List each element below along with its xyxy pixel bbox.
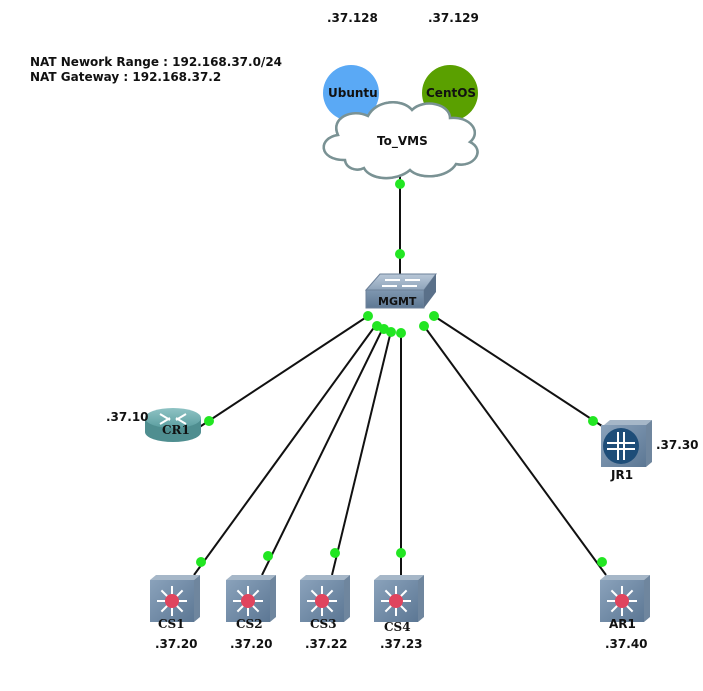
mgmt-label: MGMT [378, 295, 417, 308]
jr1-router[interactable] [601, 420, 652, 467]
nat-range-note: NAT Nework Range : 192.168.37.0/24 [30, 55, 283, 69]
cs3-label: CS3 [310, 617, 337, 631]
cr1-ip: .37.10 [106, 410, 149, 424]
link-mgmt-cr1[interactable] [197, 315, 369, 429]
ubuntu-node[interactable] [323, 65, 379, 121]
mgmt-switch[interactable] [364, 273, 437, 309]
cs3-switch[interactable] [300, 575, 350, 622]
status-dot [419, 321, 429, 331]
cs4-ip: .37.23 [380, 637, 423, 651]
nat-gateway-note: NAT Gateway : 192.168.37.2 [30, 70, 222, 84]
status-dot [395, 249, 405, 259]
status-dot [597, 557, 607, 567]
cs1-switch[interactable] [150, 575, 200, 622]
link-status-dots [196, 179, 607, 567]
jr1-ip: .37.30 [656, 438, 699, 452]
cloud-label: To_VMS [377, 134, 428, 148]
router-arrows-icon [159, 413, 187, 425]
link-mgmt-ar1[interactable] [423, 325, 607, 576]
status-dot [395, 179, 405, 189]
centos-label: CentOS [426, 86, 477, 100]
status-dot [196, 557, 206, 567]
status-dot [396, 548, 406, 558]
status-dot [396, 328, 406, 338]
cs4-label: CS4 [384, 620, 411, 634]
link-mgmt-cs1[interactable] [193, 321, 379, 576]
switch-arrows-icon [382, 279, 420, 287]
cs4-switch[interactable] [374, 575, 424, 622]
ubuntu-label: Ubuntu [328, 86, 378, 100]
juniper-arrows-icon [607, 432, 635, 460]
status-dot [386, 327, 396, 337]
cs1-ip: .37.20 [155, 637, 198, 651]
status-dot [588, 416, 598, 426]
cs1-label: CS1 [158, 617, 185, 631]
status-dot [204, 416, 214, 426]
cs2-switch[interactable] [226, 575, 276, 622]
ubuntu-ip: .37.128 [327, 11, 378, 25]
cs2-label: CS2 [236, 617, 263, 631]
cr1-router[interactable] [145, 408, 201, 442]
status-dot [330, 548, 340, 558]
ar1-ip: .37.40 [605, 637, 648, 651]
ar1-label: AR1 [609, 617, 636, 631]
cs3-ip: .37.22 [305, 637, 348, 651]
cloud-shape [322, 101, 479, 180]
cs2-ip: .37.20 [230, 637, 273, 651]
link-mgmt-jr1[interactable] [433, 315, 603, 427]
status-dot [363, 311, 373, 321]
status-dot [263, 551, 273, 561]
centos-ip: .37.129 [428, 11, 479, 25]
link-mgmt-cs3[interactable] [331, 330, 392, 576]
jr1-label: JR1 [611, 468, 634, 482]
links [193, 170, 607, 576]
ar1-switch[interactable] [600, 575, 650, 622]
cr1-label: CR1 [162, 423, 190, 437]
link-mgmt-cs2[interactable] [261, 325, 385, 576]
status-dot [429, 311, 439, 321]
